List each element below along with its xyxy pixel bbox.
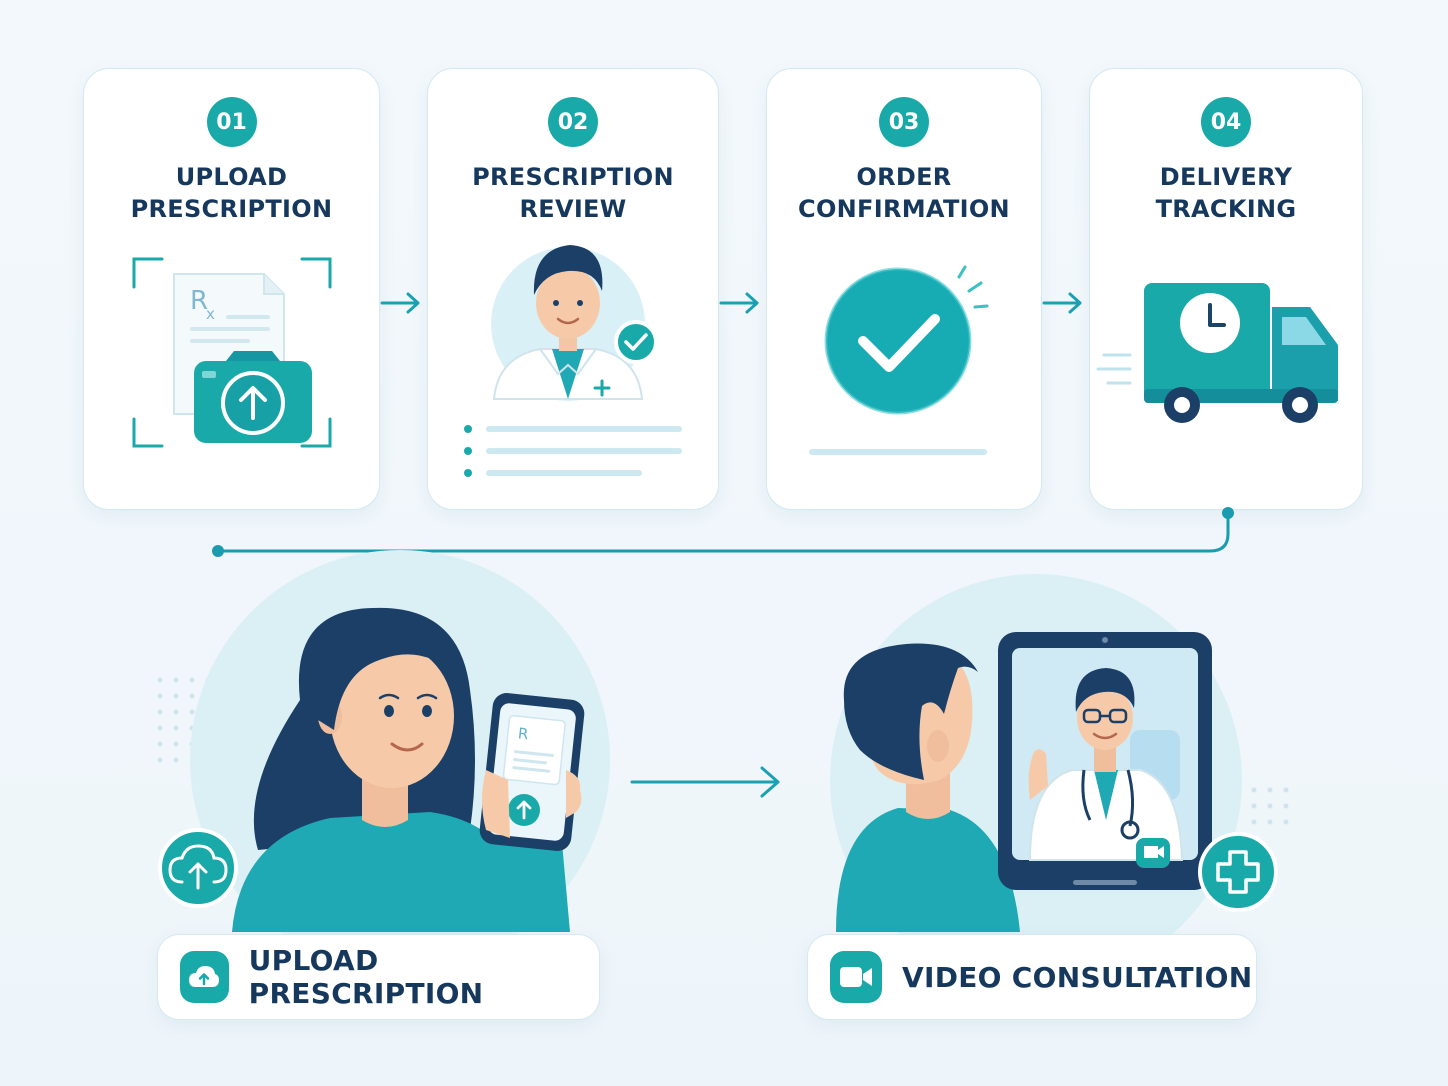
svg-text:R: R	[517, 724, 529, 743]
step-title: ORDER CONFIRMATION	[798, 163, 1010, 223]
svg-text:R: R	[190, 286, 208, 316]
flow-arrow-3	[1042, 292, 1082, 314]
medical-plus-icon	[1198, 832, 1278, 912]
pill-label: UPLOAD PRESCRIPTION	[248, 944, 484, 1010]
upload-prescription-illustration: R x	[132, 257, 332, 448]
step-card-prescription-review[interactable]: 02 PRESCRIPTION REVIEW	[427, 68, 719, 510]
video-consultation-illustration	[836, 643, 1020, 932]
prescription-review-illustration	[464, 245, 682, 477]
upload-prescription-pill[interactable]: UPLOAD PRESCRIPTION	[157, 934, 600, 1020]
step-number-badge: 01	[206, 97, 257, 147]
check-badge-icon	[614, 320, 658, 364]
delivery-truck-icon	[1144, 283, 1338, 423]
cloud-upload-icon	[158, 828, 238, 908]
sparkle-lines	[957, 265, 989, 309]
step-title: DELIVERY TRACKING	[1155, 163, 1297, 223]
doctor-avatar-icon	[491, 245, 645, 401]
step-card-order-confirmation[interactable]: 03 ORDER CONFIRMATION	[766, 68, 1042, 510]
pill-label: VIDEO CONSULTATION	[902, 960, 1253, 994]
flow-arrow-1	[380, 292, 420, 314]
step-number-badge: 02	[548, 97, 598, 147]
step-card-delivery-tracking[interactable]: 04 DELIVERY TRACKING	[1089, 68, 1363, 510]
step-number-badge: 04	[1201, 97, 1251, 147]
checkmark-circle-icon	[824, 267, 972, 415]
order-confirmation-illustration	[809, 265, 989, 455]
step-title: PRESCRIPTION REVIEW	[472, 163, 674, 223]
woman-with-phone-illustration: R	[232, 607, 585, 932]
review-checklist	[464, 425, 682, 477]
step-card-upload-prescription[interactable]: 01 UPLOAD PRESCRIPTION R x	[83, 68, 380, 510]
dot-pattern-right	[1235, 787, 1289, 825]
speed-lines	[1096, 353, 1132, 385]
step-title: UPLOAD PRESCRIPTION	[130, 163, 333, 223]
bottom-flow-arrow	[630, 766, 780, 798]
svg-text:x: x	[206, 305, 215, 323]
video-camera-icon	[830, 951, 882, 1003]
flow-arrow-2	[719, 292, 759, 314]
camera-upload-icon	[194, 351, 312, 443]
delivery-tracking-illustration	[1096, 283, 1338, 423]
cloud-upload-icon	[180, 951, 229, 1003]
video-consultation-pill[interactable]: VIDEO CONSULTATION	[807, 934, 1257, 1020]
tablet-video-call	[998, 632, 1212, 890]
return-connector-line	[212, 507, 1234, 557]
confirmation-line	[809, 449, 987, 455]
step-number-badge: 03	[879, 97, 929, 147]
